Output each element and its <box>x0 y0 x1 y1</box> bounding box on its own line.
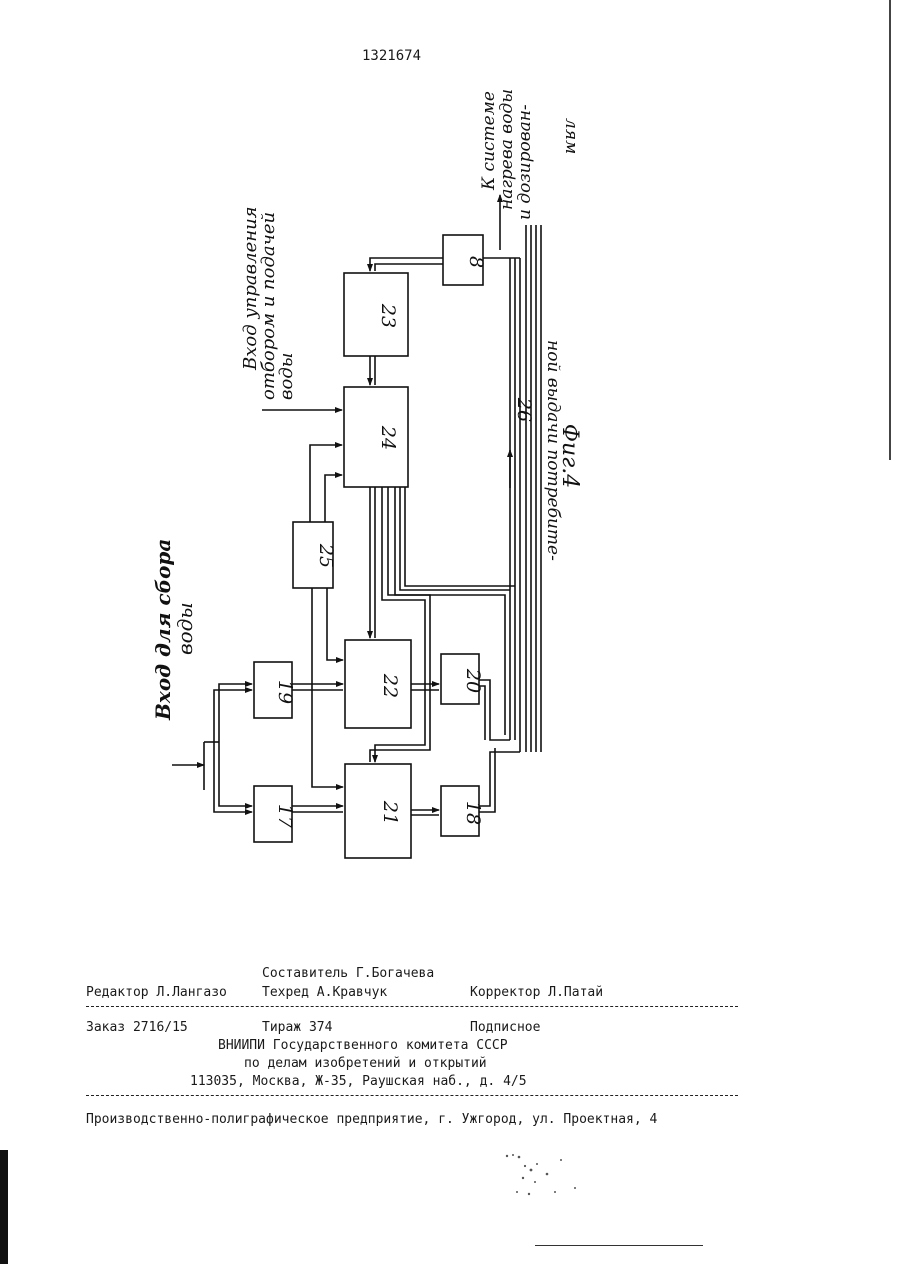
block-label-25: 25 <box>315 543 337 568</box>
corrector: Корректор Л.Патай <box>470 985 603 1000</box>
block-label-24: 24 <box>377 425 399 450</box>
org-line1: ВНИИПИ Государственного комитета СССР <box>218 1038 508 1053</box>
order: Заказ 2716/15 <box>86 1020 188 1035</box>
input-control-line3: воды <box>276 353 297 400</box>
input-collection-line1: Вход для сбора <box>151 539 175 721</box>
address: 113035, Москва, Ж-35, Раушская наб., д. … <box>190 1074 527 1089</box>
block-label-19: 19 <box>274 680 296 704</box>
output-line4: ной выдачи потребите- <box>543 340 563 561</box>
scan-edge-mark <box>0 1150 8 1264</box>
output-line3: и дозирован- <box>515 104 535 220</box>
block-label-18: 18 <box>462 801 484 825</box>
compiler: Составитель Г.Богачева <box>262 966 434 981</box>
bottom-rule <box>535 1245 703 1246</box>
block-label-23: 23 <box>377 303 399 328</box>
printer: Производственно-полиграфическое предприя… <box>86 1112 657 1127</box>
subscription: Подписное <box>470 1020 540 1035</box>
label-26: 26 <box>513 397 535 422</box>
divider-bottom <box>86 1095 738 1096</box>
block-label-8: 8 <box>465 256 487 268</box>
block-label-22: 22 <box>379 673 401 698</box>
block-diagram: 8 17 18 19 20 21 22 23 24 25 26 Фиг.4 Вх… <box>0 0 900 960</box>
output-line1: К системе <box>479 91 499 191</box>
block-label-21: 21 <box>379 800 401 825</box>
block-label-20: 20 <box>462 668 484 693</box>
input-collection-line2: воды <box>173 602 197 655</box>
output-line2: нагрева воды <box>497 89 517 210</box>
stamp-smudge <box>495 1148 595 1204</box>
org-line2: по делам изобретений и открытий <box>244 1056 487 1071</box>
divider-top <box>86 1006 738 1007</box>
output-line5: лям <box>561 118 581 154</box>
techred: Техред А.Кравчук <box>262 985 387 1000</box>
editor: Редактор Л.Лангазо <box>86 985 227 1000</box>
circulation: Тираж 374 <box>262 1020 332 1035</box>
block-label-17: 17 <box>274 804 296 829</box>
